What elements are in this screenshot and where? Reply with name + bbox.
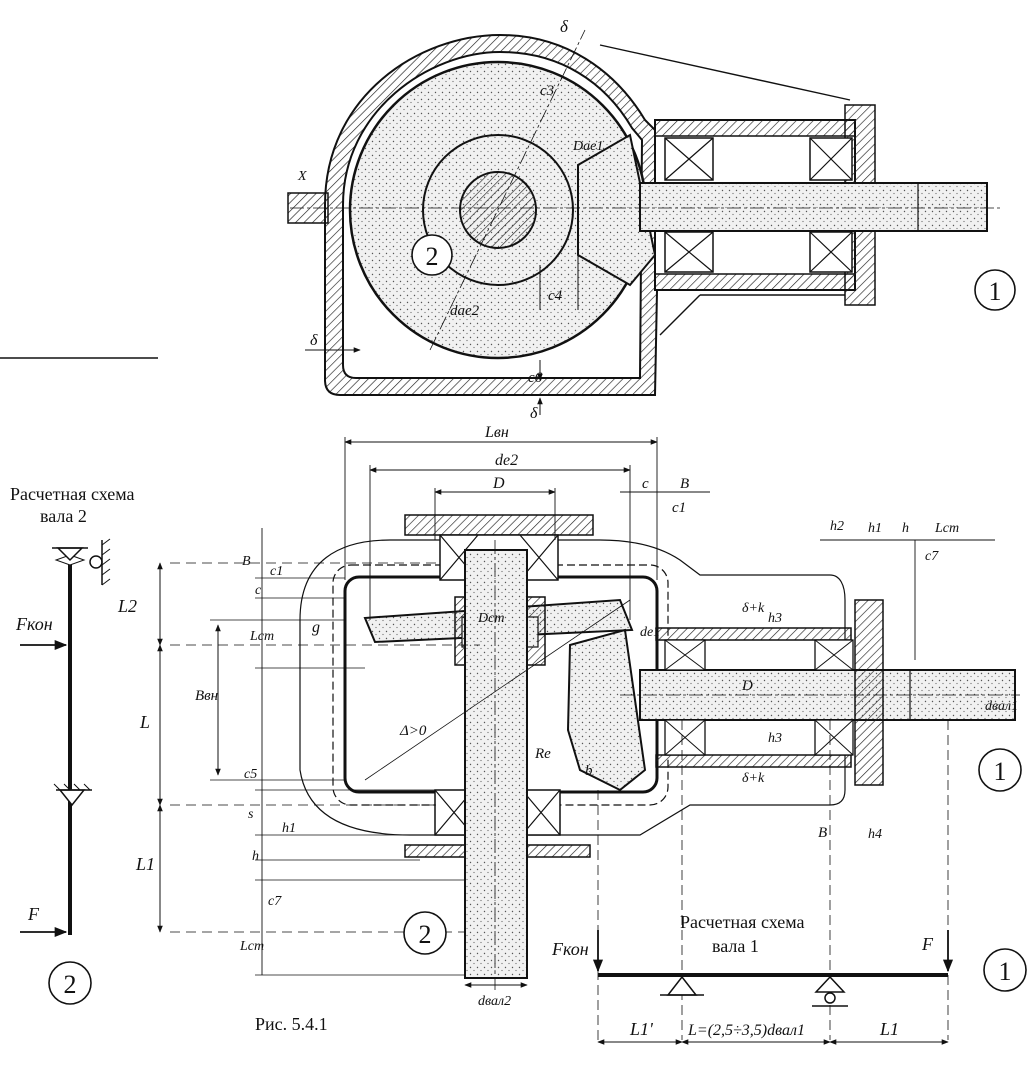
front-shaft-2 (464, 549, 528, 979)
scheme2-callout (48, 961, 92, 1005)
front-label-b-left: B (242, 554, 251, 569)
front-label-c1-top: c1 (672, 500, 686, 516)
front-label-h1-top: h1 (868, 521, 882, 536)
top-label-x: X (297, 169, 307, 184)
front-label-de1: de1 (640, 625, 660, 640)
front-label-dcm: Dcm (477, 611, 504, 626)
front-pinion-1 (566, 628, 647, 792)
scheme2-dim-l1: L1 (135, 854, 155, 874)
svg-text:2: 2 (64, 970, 77, 999)
front-callout-1 (978, 748, 1022, 792)
svg-text:2: 2 (426, 242, 439, 271)
scheme2-force-top: Fкон (15, 614, 53, 634)
svg-text:1: 1 (994, 757, 1007, 786)
top-callout-2 (411, 234, 453, 276)
top-pinion-1 (577, 133, 657, 287)
front-label-c: c (642, 476, 649, 492)
scheme1-dim-mid: L=(2,5÷3,5)dвал1 (687, 1022, 805, 1039)
front-label-lcm-bottom: Lcm (239, 939, 264, 954)
front-label-h-left: h (252, 849, 259, 864)
front-label-c1-left: c1 (270, 564, 283, 579)
front-label-c-left: c (255, 583, 262, 598)
top-callout-1 (974, 269, 1016, 311)
top-label-c6: c6 (528, 370, 543, 386)
scheme1-callout (983, 948, 1027, 992)
scheme-shaft-2: Расчетная схема вала 2 Fкон F L2 L L1 2 (10, 484, 163, 1005)
svg-text:2: 2 (419, 920, 432, 949)
front-label-d: D (492, 475, 505, 492)
front-label-h3-top: h3 (768, 611, 782, 626)
scheme1-dim-right: L1 (879, 1019, 899, 1039)
top-label-c3: c3 (540, 83, 554, 99)
front-label-lvn: Lвн (484, 424, 509, 441)
front-label-b: b (585, 763, 593, 779)
scheme2-title-line2: вала 2 (40, 506, 87, 526)
front-label-re: Re (534, 746, 551, 762)
figure-caption: Рис. 5.4.1 (255, 1014, 328, 1034)
front-label-g: g (312, 619, 320, 636)
front-label-de2: de2 (495, 452, 518, 469)
top-label-delta-1: δ (560, 17, 569, 36)
top-view: δ c3 Dae1 dae2 c4 c6 δ δ X 2 1 (287, 17, 1016, 422)
front-label-c7-left: c7 (268, 894, 282, 909)
front-label-dk-top: δ+k (742, 601, 765, 616)
front-label-lcm-left: Lcm (249, 629, 274, 644)
top-shaft-1 (639, 182, 988, 232)
front-label-s: s (248, 807, 254, 822)
front-label-dval1: dвал1 (985, 699, 1018, 714)
front-label-bvn: Bвн (195, 688, 218, 704)
front-view: Lвн de2 D c B c1 h2 h1 h Lcm c7 B c1 c L… (170, 424, 1022, 1040)
scheme1-title-line1: Расчетная схема (680, 912, 805, 932)
top-label-c4: c4 (548, 288, 563, 304)
top-label-dae2: dae2 (450, 303, 480, 319)
front-label-lcm-top: Lcm (934, 521, 959, 536)
top-label-delta-2: δ (310, 332, 318, 349)
scheme1-force-right: F (921, 934, 934, 954)
top-label-delta-3: δ (530, 405, 538, 422)
front-callout-2 (403, 911, 447, 955)
front-label-delta-gap: Δ>0 (399, 723, 427, 739)
scheme1-dim-left: L1' (629, 1019, 654, 1039)
front-label-c7-top: c7 (925, 549, 939, 564)
front-label-h-top: h (902, 521, 909, 536)
front-label-c5: c5 (244, 767, 257, 782)
front-label-h1-left: h1 (282, 821, 296, 836)
front-label-d-right: D (741, 678, 753, 694)
front-label-h4: h4 (868, 827, 882, 842)
scheme2-force-bottom: F (27, 904, 40, 924)
scheme-shaft-1: Расчетная схема вала 1 Fкон F L1' L=(2,5… (551, 912, 1027, 1045)
svg-text:1: 1 (999, 957, 1012, 986)
front-label-dk-bottom: δ+k (742, 771, 765, 786)
top-label-dae1: Dae1 (572, 139, 603, 154)
front-label-dval2: dвал2 (478, 994, 511, 1009)
svg-text:1: 1 (989, 277, 1002, 306)
scheme1-force-left: Fкон (551, 939, 589, 959)
front-label-h3-bottom: h3 (768, 731, 782, 746)
front-label-h2: h2 (830, 519, 844, 534)
scheme2-dim-l2: L2 (117, 596, 137, 616)
front-label-b-bottom: B (818, 825, 827, 841)
front-label-b-top: B (680, 476, 689, 492)
scheme2-dim-l: L (139, 712, 150, 732)
scheme1-title-line2: вала 1 (712, 936, 759, 956)
scheme2-title-line1: Расчетная схема (10, 484, 135, 504)
